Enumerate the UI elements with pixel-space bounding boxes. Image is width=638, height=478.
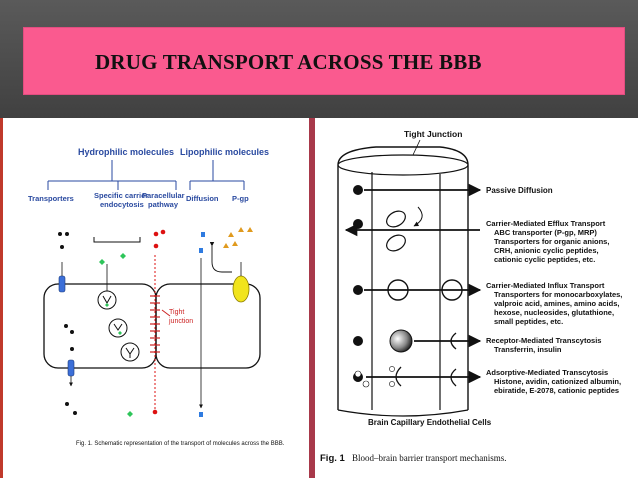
content-left-border [0, 118, 3, 478]
adsorptive-minus-b [389, 381, 395, 387]
label-endothelial-cells: Brain Capillary Endothelial Cells [368, 418, 492, 427]
right-caption-bold: Fig. 1 [320, 453, 346, 464]
efflux-transporter-a [386, 210, 406, 228]
label-influx-1: Transporters for monocarboxylates, [494, 290, 622, 299]
tight-junction-pointer [161, 309, 171, 317]
label-diffusion: Diffusion [186, 194, 219, 203]
transporter-top [58, 275, 66, 293]
label-transporters: Transporters [28, 194, 74, 203]
capillary-rim [337, 154, 469, 176]
label-efflux-1: ABC transporter (P-gp, MRP) [494, 228, 597, 237]
label-influx-title: Carrier-Mediated Influx Transport [486, 281, 605, 290]
label-efflux-4: cationic cyclic peptides, etc. [494, 255, 595, 264]
endothelial-cell-right [155, 283, 261, 369]
receptor-vesicle [389, 329, 413, 353]
adsorptive-plus-b [362, 380, 370, 388]
label-lipophilic: Lipophilic molecules [180, 147, 269, 157]
label-paracellular: Paracellular [142, 191, 185, 200]
transporter-bottom [67, 359, 75, 377]
label-adsorptive-1: Histone, avidin, cationized albumin, [494, 377, 621, 386]
label-tight: Tight [169, 309, 184, 316]
endocytosis-vesicles [97, 264, 140, 417]
label-efflux-3: CRH, anionic cyclic peptides, [494, 246, 599, 255]
pgp-pump [232, 275, 250, 303]
label-pathway: pathway [148, 200, 179, 209]
label-influx-2: valproic acid, amines, amino acids, [494, 299, 619, 308]
label-receptor-title: Receptor-Mediated Transcytosis [486, 336, 601, 345]
adsorptive-minus-a [389, 366, 395, 372]
label-adsorptive-title: Adsorptive-Mediated Transcytosis [486, 368, 608, 377]
label-efflux-title: Carrier-Mediated Efflux Transport [486, 219, 606, 228]
efflux-molecule [353, 219, 363, 229]
efflux-loop [413, 206, 423, 227]
label-specific-carrier: Specific carrier [94, 191, 148, 200]
label-influx-3: hexose, nucleosides, glutathione, [494, 308, 614, 317]
passive-molecule [353, 185, 363, 195]
endocytosis-bracket [93, 237, 141, 243]
paracellular-exit-molecule [152, 409, 158, 415]
figure-divider [309, 118, 315, 478]
label-pgp: P-gp [232, 194, 249, 203]
right-caption-text: Blood–brain barrier transport mechanisms… [352, 453, 506, 463]
label-adsorptive-2: ebiratide, E-2078, cationic peptides [494, 386, 619, 395]
tight-junction-pointer-right [411, 139, 421, 158]
category-brackets [47, 160, 245, 190]
influx-molecule [353, 285, 363, 295]
capillary-top [337, 146, 469, 166]
capillary-bottom [337, 409, 469, 417]
diffusion-exit-molecule [199, 412, 203, 417]
adsorptive-plus-a [354, 370, 362, 378]
label-passive: Passive Diffusion [486, 186, 553, 195]
label-influx-4: small peptides, etc. [494, 317, 563, 326]
molecules-in-cell [64, 324, 77, 415]
label-hydrophilic: Hydrophilic molecules [78, 147, 174, 157]
title-banner [24, 28, 624, 94]
left-figure-caption: Fig. 1. Schematic representation of the … [76, 441, 285, 447]
left-figure: Hydrophilic molecules Lipophilic molecul… [28, 147, 285, 447]
label-junction: junction [168, 318, 193, 325]
right-figure: Tight Junction Passive Diffusion Carrier… [320, 129, 622, 464]
label-tight-junction: Tight Junction [404, 129, 462, 139]
label-endocytosis: endocytosis [100, 200, 144, 209]
receptor-molecule [353, 336, 363, 346]
pgp-efflux-arrow [209, 241, 232, 273]
efflux-transporter-b [386, 234, 406, 252]
label-receptor-1: Transferrin, insulin [494, 345, 562, 354]
slide-title: DRUG TRANSPORT ACROSS THE BBB [95, 50, 482, 74]
molecules-outside [58, 227, 253, 265]
label-efflux-2: Transporters for organic anions, [494, 237, 609, 246]
